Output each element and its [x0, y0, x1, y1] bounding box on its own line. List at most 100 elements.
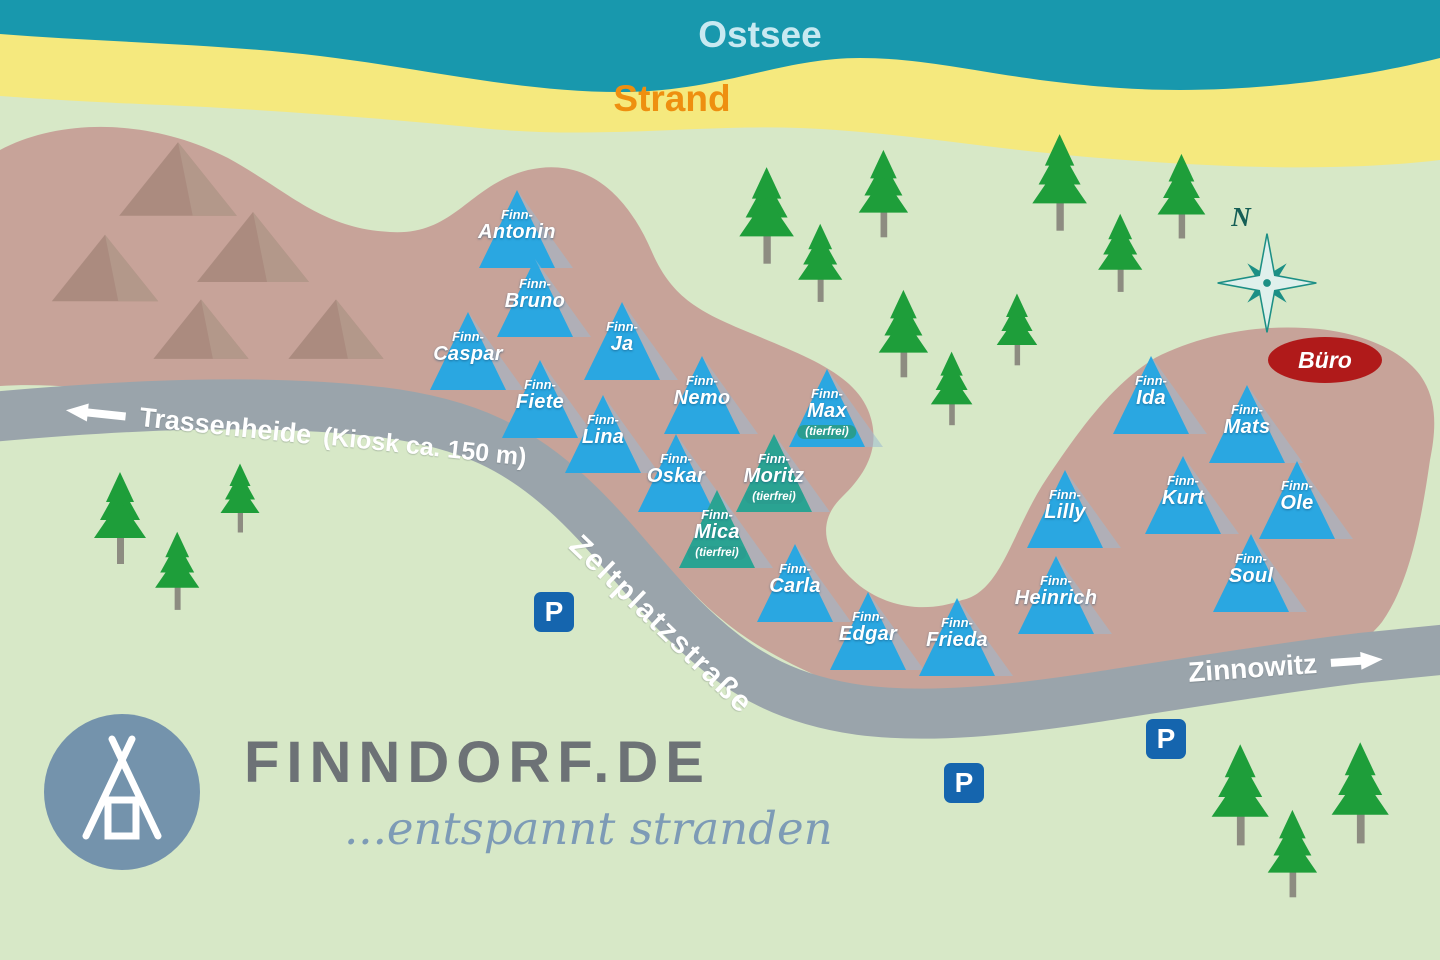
- pine-tree-icon: [220, 463, 260, 533]
- tent-label: Finn- Carla: [769, 562, 821, 597]
- tent-pitch: Finn- Kurt: [1125, 446, 1241, 538]
- tent-icon: [1145, 456, 1239, 534]
- pine-tree-icon: [1267, 809, 1318, 898]
- tent-pitch: Finn- Antonin: [459, 180, 575, 272]
- tent-name: Mica: [694, 520, 740, 543]
- tent-name-prefix: Finn-: [941, 615, 973, 630]
- tent-label: Finn- Caspar: [433, 330, 503, 365]
- tent-pitch: Finn- Lina: [545, 385, 661, 477]
- tent-name: Heinrich: [1014, 586, 1098, 609]
- tent-icon: [1213, 534, 1307, 612]
- sea-label: Ostsee: [698, 14, 822, 55]
- tent-pitch: Finn- Edgar: [810, 582, 926, 674]
- tent-label: Finn- Max (tierfrei): [797, 387, 857, 439]
- tent-label: Finn- Ida: [1135, 374, 1167, 409]
- tent-icon: [584, 302, 678, 380]
- tent-label: Finn- Heinrich: [1015, 574, 1097, 609]
- tent-label: Finn- Soul: [1229, 552, 1274, 587]
- tent-name: Kurt: [1161, 486, 1205, 509]
- tent-icon: [1018, 556, 1112, 634]
- tent-icon: [1209, 385, 1303, 463]
- tent-label: Finn- Mats: [1224, 403, 1271, 438]
- tent-name: Nemo: [673, 386, 731, 409]
- tent-name-prefix: Finn-: [1049, 487, 1081, 502]
- pine-tree-icon: [1157, 153, 1206, 239]
- tent-name: Lina: [581, 425, 625, 448]
- road-label-zinnowitz: Zinnowitz: [1187, 643, 1386, 689]
- tent-pitch: Finn- Mats: [1189, 375, 1305, 467]
- tent-label: Finn- Lina: [582, 413, 624, 448]
- office-badge: Büro: [1268, 337, 1382, 383]
- tent-name-prefix: Finn-: [452, 329, 484, 344]
- parking-sign: P: [534, 592, 574, 632]
- tent-name: Edgar: [838, 622, 898, 645]
- parking-sign: P: [1146, 719, 1186, 759]
- pine-tree-icon: [94, 472, 146, 564]
- tent-icon: [664, 356, 758, 434]
- tent-label: Finn- Fiete: [516, 378, 564, 413]
- tent-label: Finn- Kurt: [1162, 474, 1204, 509]
- tent-pitch: Finn- Moritz (tierfrei): [716, 424, 832, 516]
- tent-name-prefix: Finn-: [758, 451, 790, 466]
- road-label-trassenheide: Trassenheide (Kiosk ca. 150 m): [62, 394, 528, 473]
- tent-icon: [830, 592, 924, 670]
- compass-star-icon: [1217, 233, 1317, 333]
- pine-tree-icon: [1331, 742, 1389, 844]
- tent-label: Finn- Nemo: [674, 374, 731, 409]
- pine-tree-icon: [1032, 134, 1087, 231]
- parking-letter: P: [544, 596, 564, 627]
- pine-tree-icon: [739, 167, 794, 264]
- tent-pitch: Finn- Nemo: [644, 346, 760, 438]
- tent-pitch: Finn- Mica (tierfrei): [659, 480, 775, 572]
- tent-icon: [565, 395, 659, 473]
- tent-name: Ole: [1280, 491, 1314, 514]
- tent-name: Ida: [1136, 386, 1166, 409]
- tent-name: Carla: [769, 574, 821, 597]
- tent-pitch: Finn- Ole: [1239, 451, 1355, 543]
- pine-tree-icon: [155, 531, 200, 610]
- tent-name-prefix: Finn-: [1231, 402, 1263, 417]
- tent-pitch: Finn- Carla: [737, 534, 853, 626]
- tent-name-prefix: Finn-: [1040, 573, 1072, 588]
- tent-pitch: Finn- Caspar: [410, 302, 526, 394]
- tent-name-prefix: Finn-: [587, 412, 619, 427]
- logo-text: FINNDORF.DE ...entspannt stranden: [244, 729, 833, 855]
- tent-pitch: Finn- Soul: [1193, 524, 1309, 616]
- pine-tree-icon: [858, 149, 909, 238]
- tent-name: Soul: [1228, 564, 1274, 587]
- tent-label: Finn- Moritz (tierfrei): [744, 452, 805, 504]
- tent-name-prefix: Finn-: [779, 561, 811, 576]
- tent-name-prefix: Finn-: [852, 609, 884, 624]
- logo-tagline: ...entspannt stranden: [344, 802, 833, 855]
- pine-tree-icon: [878, 289, 929, 378]
- pine-tree-icon: [1098, 213, 1143, 292]
- tent-name: Ja: [610, 332, 634, 355]
- tierfrei-badge: (tierfrei): [797, 424, 857, 439]
- tent-name-prefix: Finn-: [501, 207, 533, 222]
- tent-name: Fiete: [515, 390, 565, 413]
- tent-name: Oskar: [646, 464, 706, 487]
- tent-name-prefix: Finn-: [660, 451, 692, 466]
- tent-label: Finn- Lilly: [1044, 488, 1086, 523]
- tent-label: Finn- Ja: [606, 320, 638, 355]
- tent-name: Frieda: [926, 628, 988, 651]
- tent-pitch: Finn- Bruno: [477, 249, 593, 341]
- dune-icon: [197, 212, 309, 282]
- pine-tree-icon: [930, 351, 973, 426]
- parking-letter: P: [1156, 723, 1176, 754]
- tent-pitch: Finn- Lilly: [1007, 460, 1123, 552]
- tent-name: Bruno: [504, 289, 566, 312]
- tent-label: Finn- Frieda: [926, 616, 988, 651]
- tent-pitch: Finn- Frieda: [899, 588, 1015, 680]
- tent-name-prefix: Finn-: [1235, 551, 1267, 566]
- tent-label: Finn- Ole: [1280, 479, 1313, 514]
- tent-name: Mats: [1223, 415, 1271, 438]
- tent-label: Finn- Mica (tierfrei): [687, 508, 747, 560]
- tent-icon: [1027, 470, 1121, 548]
